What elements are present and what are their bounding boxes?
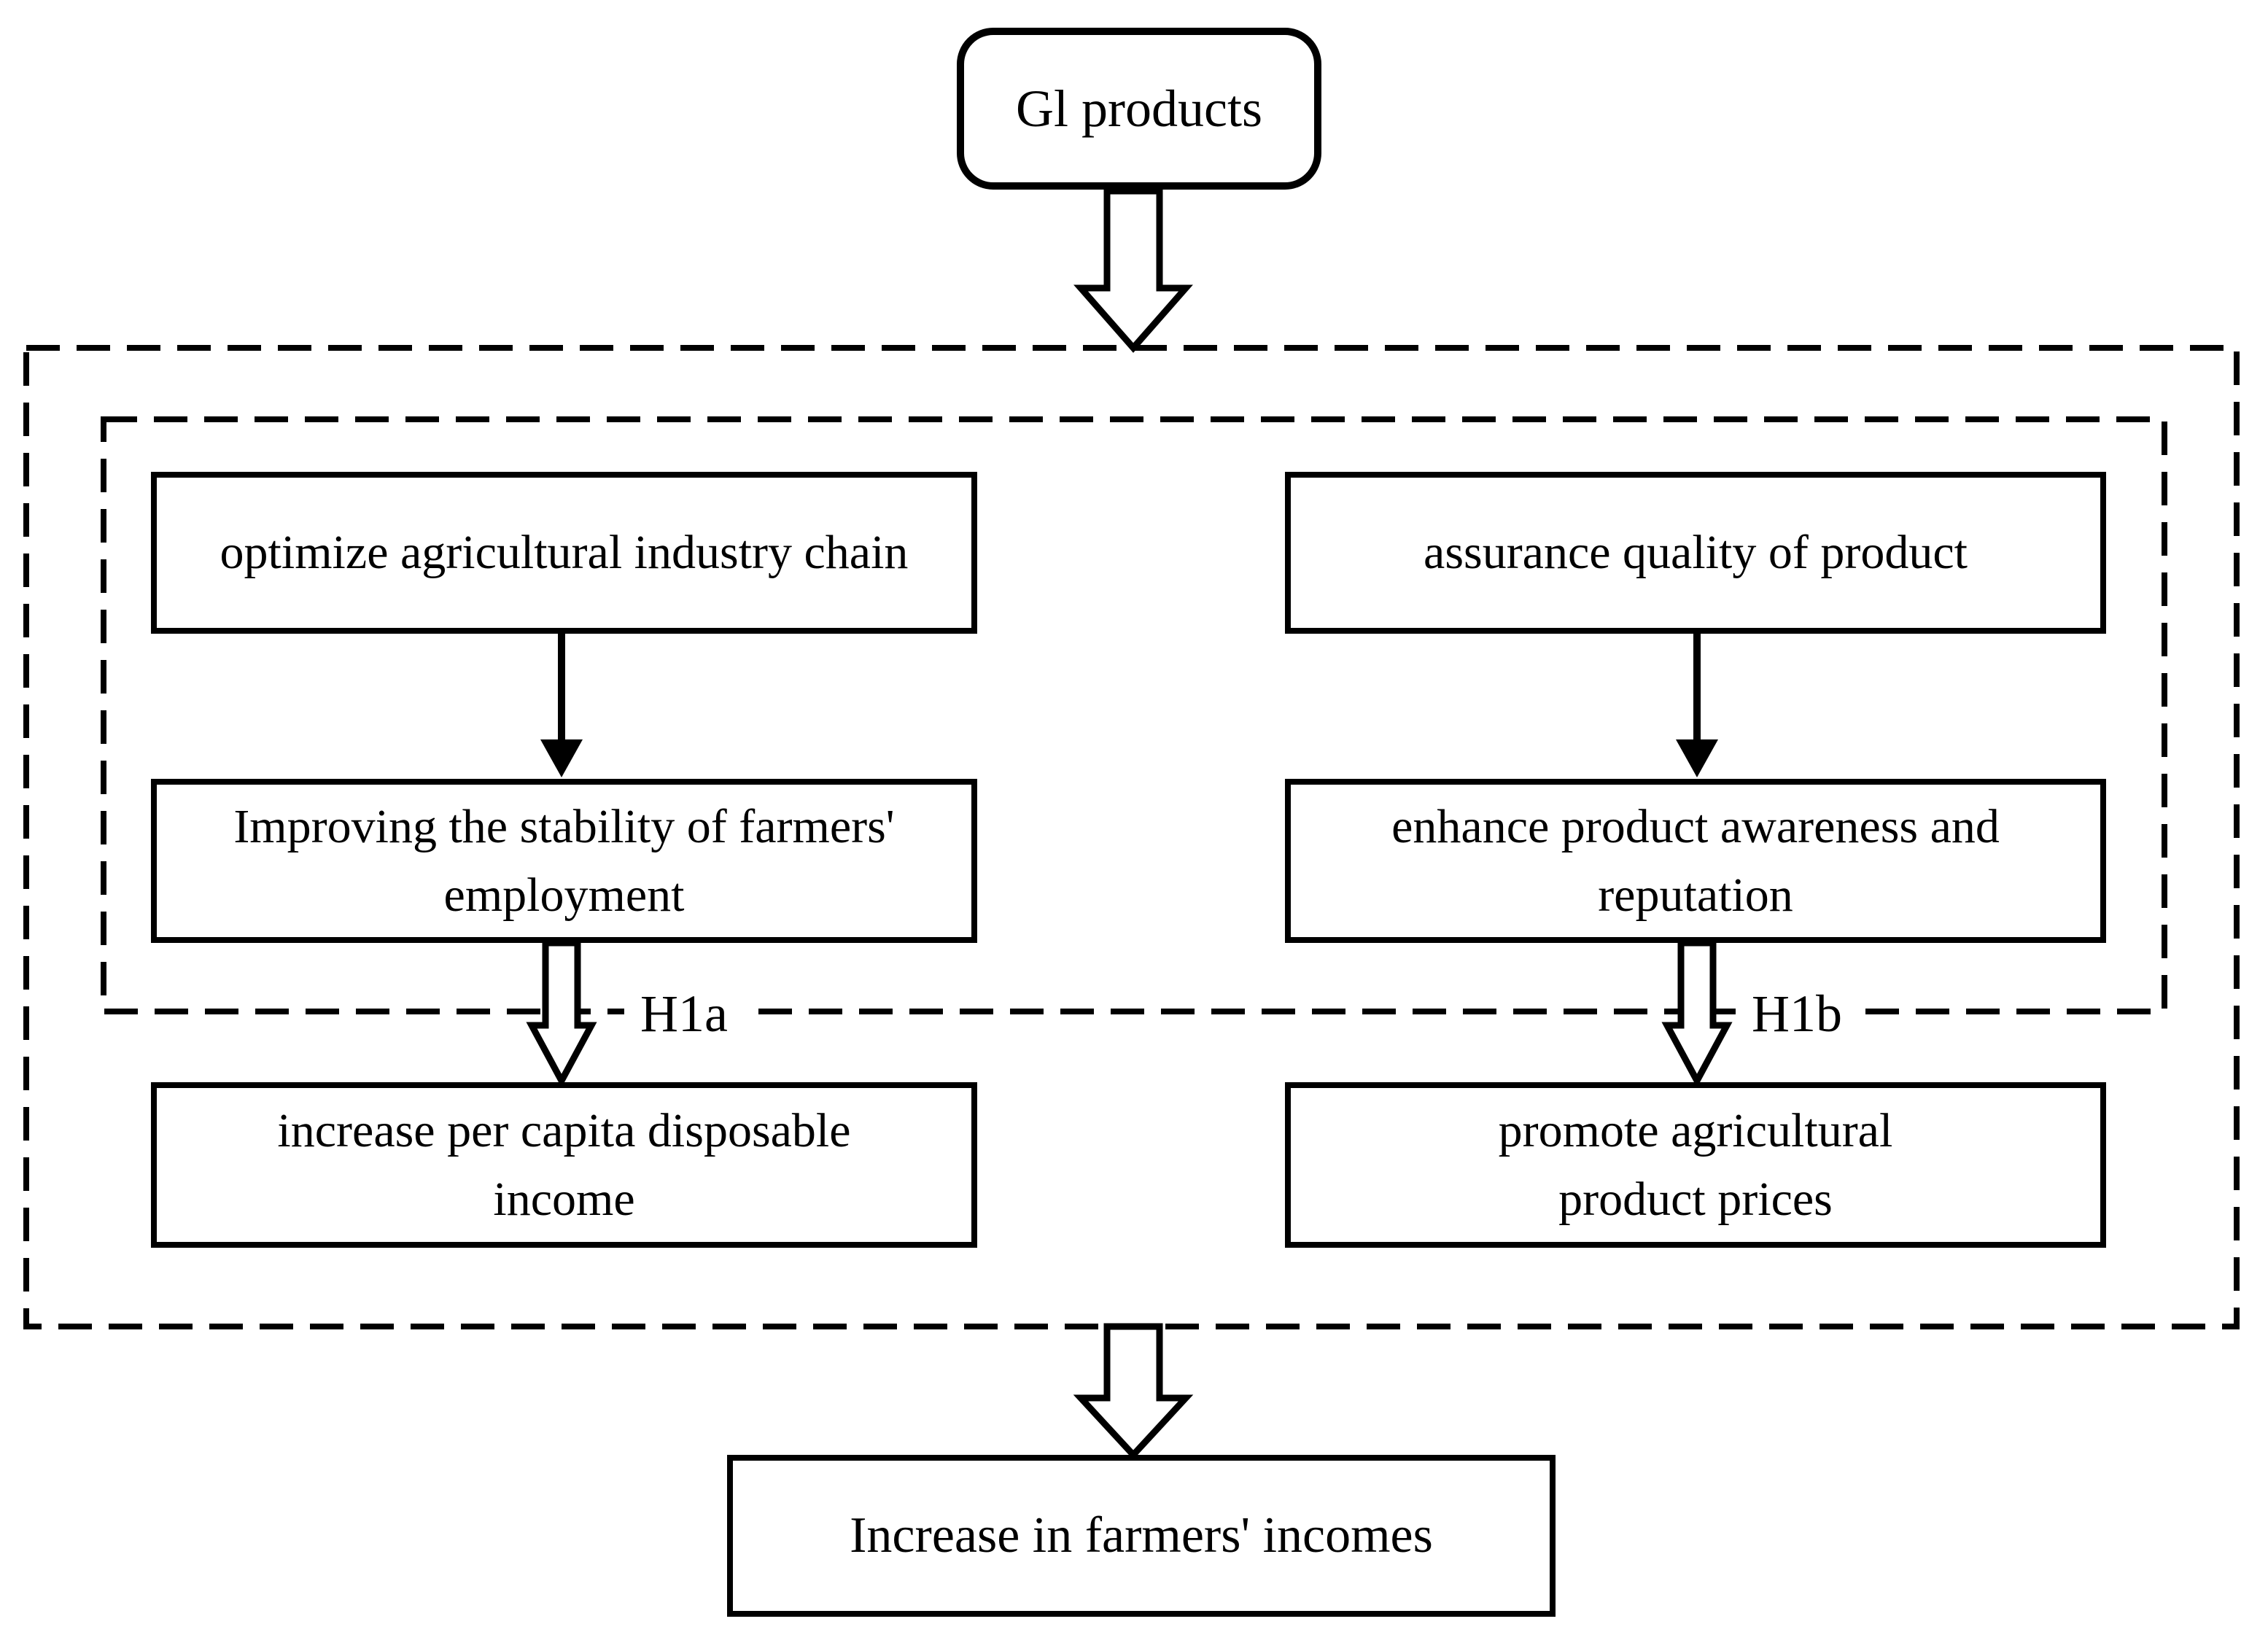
- hypothesis-label-h1b: H1b: [1736, 979, 1858, 1049]
- node-optimize-industry-chain-label: optimize agricultural industry chain: [220, 526, 909, 580]
- node-employment-stability-label: Improving the stability of farmers' empl…: [233, 799, 895, 922]
- node-assurance-quality-label: assurance quality of product: [1424, 526, 1968, 580]
- node-product-prices: promote agricultural product prices: [1285, 1082, 2106, 1248]
- node-farmers-incomes-label: Increase in farmers' incomes: [850, 1507, 1433, 1564]
- node-disposable-income: increase per capita disposable income: [151, 1082, 977, 1248]
- node-gi-products: Gl products: [957, 28, 1321, 190]
- node-awareness-reputation-label: enhance product awareness and reputation: [1391, 799, 2000, 922]
- node-product-prices-label: promote agricultural product prices: [1498, 1103, 1893, 1226]
- hollow-down-arrow-bottom: [1073, 1323, 1194, 1460]
- node-optimize-industry-chain: optimize agricultural industry chain: [151, 472, 977, 634]
- node-gi-products-label: Gl products: [1016, 79, 1262, 138]
- hypothesis-label-h1a: H1a: [624, 979, 744, 1049]
- hollow-down-arrow-h1b: [1661, 939, 1733, 1088]
- node-assurance-quality: assurance quality of product: [1285, 472, 2106, 634]
- node-employment-stability: Improving the stability of farmers' empl…: [151, 779, 977, 943]
- hollow-down-arrow-h1a: [526, 939, 597, 1088]
- node-awareness-reputation: enhance product awareness and reputation: [1285, 779, 2106, 943]
- node-disposable-income-label: increase per capita disposable income: [277, 1103, 851, 1226]
- solid-down-arrow-right: [1676, 634, 1718, 777]
- hollow-down-arrow-top: [1073, 187, 1193, 353]
- inner-dashed-box: [101, 416, 2167, 1014]
- node-farmers-incomes: Increase in farmers' incomes: [727, 1455, 1556, 1617]
- solid-down-arrow-left: [540, 634, 583, 777]
